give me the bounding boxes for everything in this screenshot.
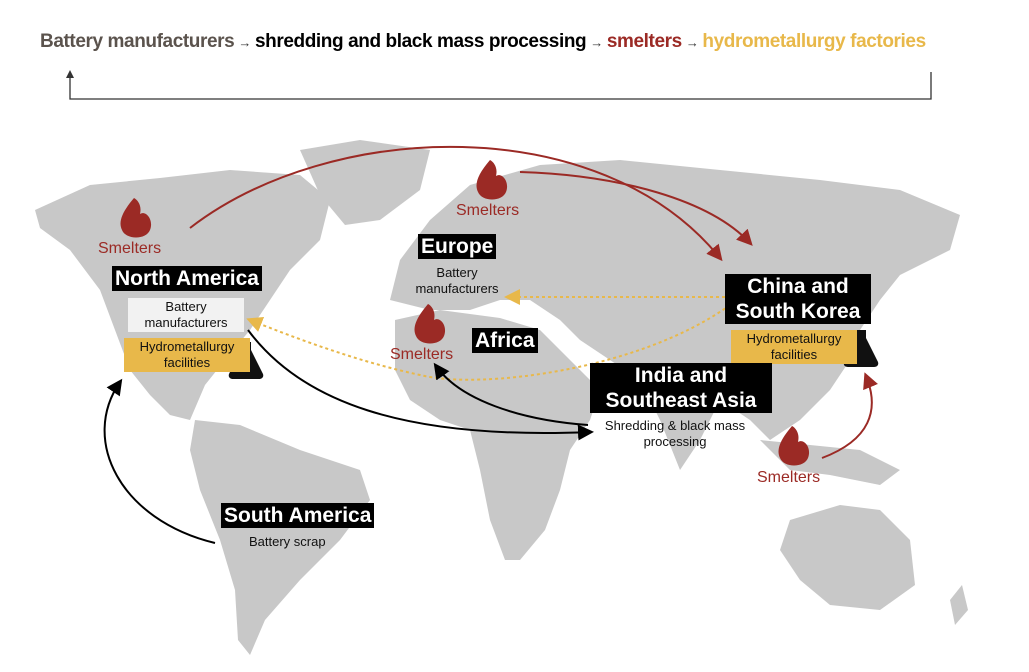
arrow-icon: → — [685, 35, 699, 50]
flow-arrow-na-to-india — [247, 329, 594, 441]
flame-icon — [778, 426, 810, 466]
na-smelters-label: Smelters — [98, 240, 162, 257]
flow-step-hydro: hydrometallurgy factories — [702, 31, 926, 52]
flow-step-smelters: smelters — [606, 31, 682, 52]
sea-smelters-label: Smelters — [757, 469, 821, 486]
na-battery-manufacturers: Battery manufacturers — [128, 298, 244, 332]
flow-arrow-eu-smelter-to-china — [519, 171, 753, 246]
flow-step-shredding: shredding and black mass processing — [254, 31, 587, 52]
flame-icon — [120, 198, 152, 238]
africa-smelters-label: Smelters — [390, 346, 454, 363]
flame-icon — [414, 304, 446, 344]
china-hydro-facilities: Hydrometallurgy facilities — [731, 330, 857, 364]
sa-battery-scrap: Battery scrap — [249, 534, 326, 549]
africa-region-title: Africa — [472, 328, 538, 353]
loop-arrow-icon — [66, 70, 74, 78]
na-region-title: North America — [112, 266, 262, 291]
eu-region-title: Europe — [418, 234, 497, 259]
china-korea-region-title: China and South Korea — [725, 274, 871, 324]
land-masses — [35, 140, 968, 655]
sa-region-title: South America — [221, 503, 375, 528]
flow-arrow-sa-to-na — [103, 378, 216, 544]
europe-asia-land — [390, 160, 960, 470]
flow-header: Battery manufacturers→shredding and blac… — [40, 31, 926, 53]
arrow-icon: → — [238, 35, 251, 50]
north-america-land — [35, 170, 330, 420]
na-hydro-facilities: Hydrometallurgy facilities — [124, 338, 250, 372]
flow-arrow-sea-smelter-to-china — [821, 372, 878, 459]
loop-line — [69, 72, 932, 100]
india-shredding-label: Shredding & black mass processing — [604, 418, 746, 449]
eu-battery-manufacturers: Battery manufacturers — [415, 265, 499, 296]
arrow-icon: → — [590, 35, 603, 50]
india-sea-region-title: India and Southeast Asia — [590, 363, 772, 413]
south-america-land — [190, 420, 370, 655]
flow-arrow-na-smelter-to-china — [189, 145, 723, 262]
eu-smelters-label: Smelters — [456, 202, 520, 219]
flame-icon — [476, 160, 508, 200]
australia-land — [780, 505, 915, 610]
flow-step-manufacturers: Battery manufacturers — [40, 31, 235, 52]
flow-arrow-india-to-africa — [433, 362, 589, 426]
new-zealand-land — [950, 585, 968, 625]
